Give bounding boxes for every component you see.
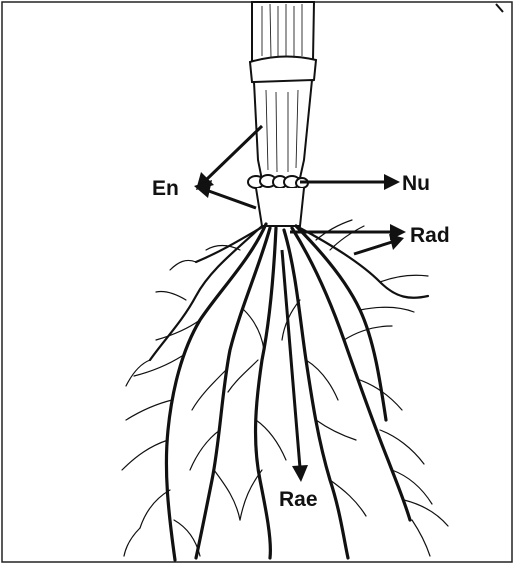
arrow-en-lower (194, 180, 256, 208)
label-rae: Rae (279, 488, 318, 511)
corner-mark (496, 4, 503, 12)
label-rad: Rad (410, 224, 450, 247)
stem (250, 2, 316, 180)
arrow-nu (300, 174, 400, 190)
arrow-rad-lower (354, 234, 404, 254)
label-nu: Nu (402, 172, 430, 195)
node-buds (248, 175, 308, 226)
label-en: En (152, 177, 179, 200)
